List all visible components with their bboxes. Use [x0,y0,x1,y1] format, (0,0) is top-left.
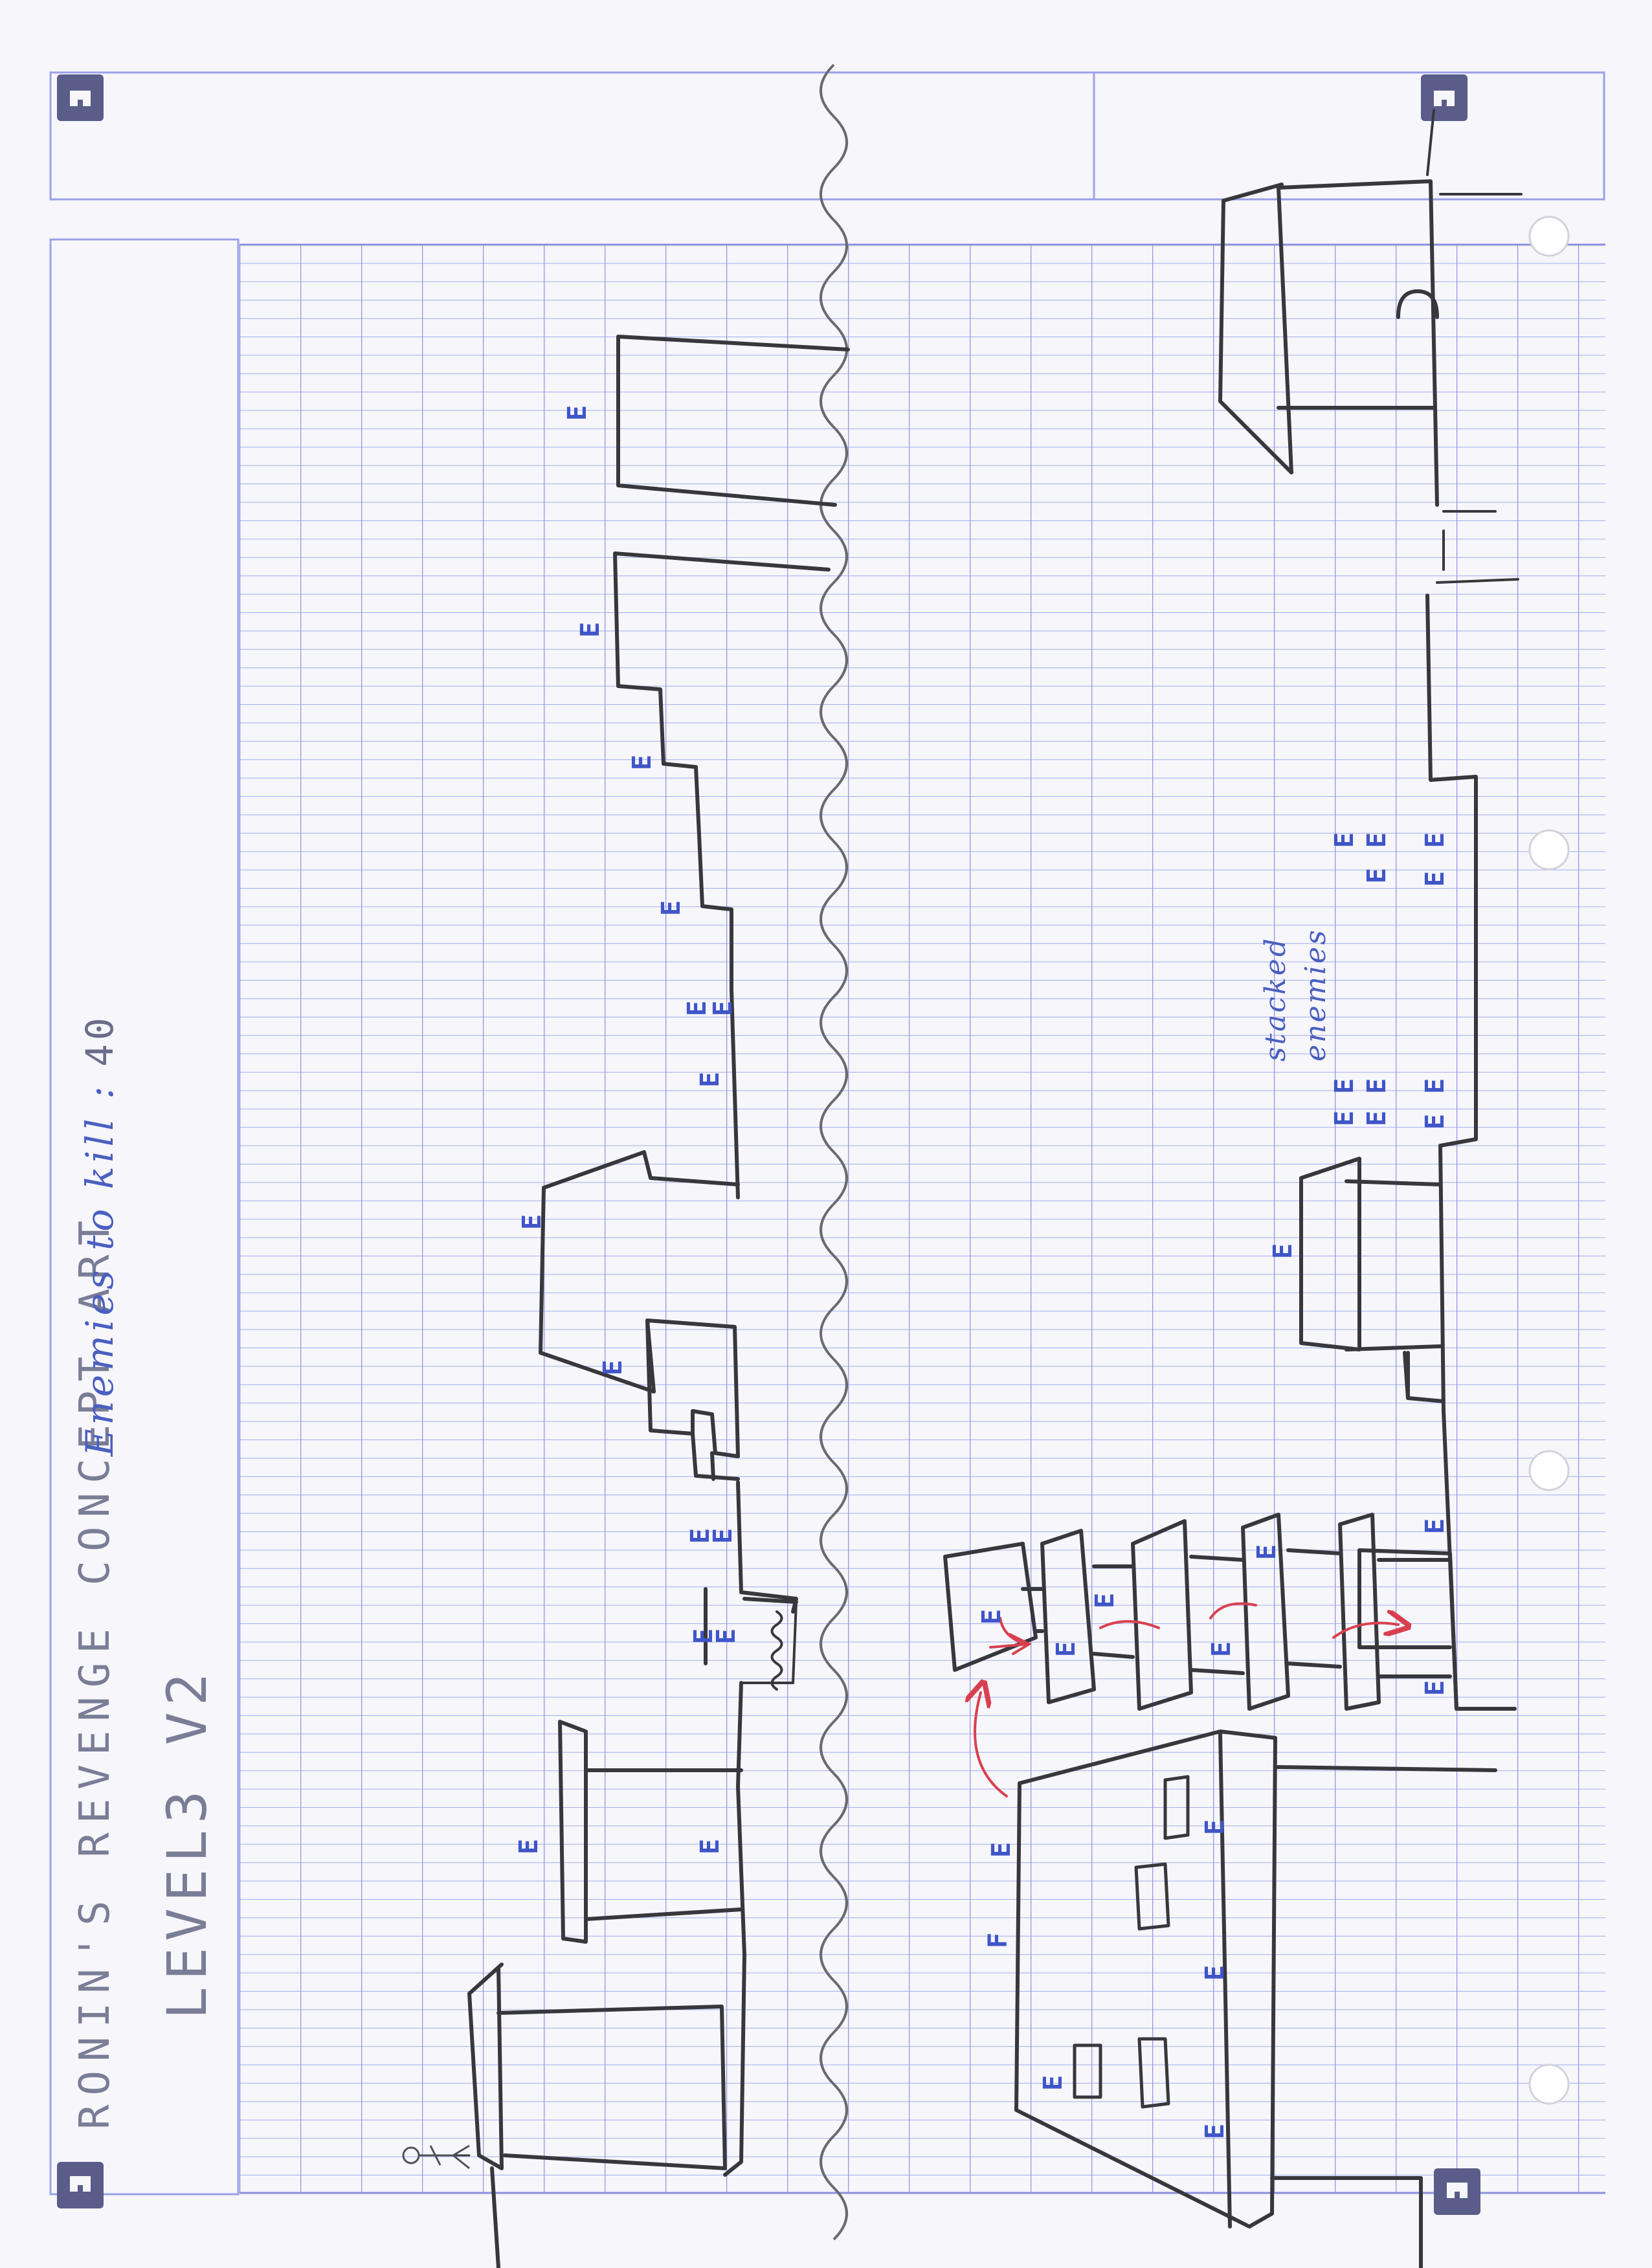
level-name: LEVEL3 V2 [155,1667,219,2019]
punch-hole-icon [1530,217,1568,256]
svg-text:E: E [1330,1111,1359,1126]
corner-register-icon [57,2162,104,2208]
svg-text:E: E [1200,1819,1230,1835]
svg-text:E: E [711,1629,741,1644]
corner-register-icon [1421,74,1468,121]
svg-text:E: E [1051,1641,1081,1657]
svg-text:E: E [1420,1680,1450,1696]
corner-register-icon [1434,2168,1480,2215]
svg-text:E: E [563,405,592,421]
svg-text:E: E [598,1360,628,1375]
enemies-label: Enemies to kill : [78,1082,122,1456]
stacked-enemies-note: stacked enemies [1256,928,1336,1062]
svg-text:E: E [1420,1518,1450,1534]
svg-text:E: E [514,1839,544,1854]
svg-text:E: E [1330,1078,1359,1094]
punch-hole-icon [1530,830,1568,869]
svg-text:E: E [695,1072,725,1087]
enemies-to-kill: Enemies to kill : 40 [78,1014,122,1456]
svg-text:E: E [708,1001,738,1016]
svg-text:E: E [1420,1078,1450,1094]
svg-text:E: E [1090,1593,1120,1608]
note-line-2: enemies [1296,928,1336,1062]
svg-text:E: E [627,755,657,770]
svg-text:E: E [1038,2075,1068,2091]
svg-text:E: E [1362,868,1392,884]
enemies-count: 40 [78,1014,122,1067]
svg-text:E: E [1362,832,1392,848]
punch-hole-icon [1530,1451,1568,1490]
svg-text:F: F [983,1933,1013,1948]
note-line-1: stacked [1256,928,1296,1062]
svg-text:E: E [1268,1243,1298,1259]
svg-text:E: E [1200,2124,1230,2139]
svg-text:E: E [1420,832,1450,848]
svg-text:E: E [1420,871,1450,887]
svg-text:E: E [708,1528,738,1544]
svg-text:E: E [1207,1641,1236,1657]
svg-text:E: E [695,1839,725,1854]
corner-register-icon [57,74,104,121]
svg-text:E: E [1200,1965,1230,1981]
svg-text:E: E [656,900,686,916]
punch-hole-icon [1530,2065,1568,2104]
svg-text:E: E [977,1609,1007,1625]
svg-text:E: E [1362,1078,1392,1094]
svg-text:E: E [1362,1111,1392,1126]
svg-text:E: E [517,1214,547,1230]
svg-text:E: E [1330,832,1359,848]
svg-text:E: E [575,622,605,638]
svg-text:E: E [987,1842,1016,1858]
svg-text:E: E [1420,1114,1450,1129]
svg-text:E: E [1252,1544,1282,1560]
